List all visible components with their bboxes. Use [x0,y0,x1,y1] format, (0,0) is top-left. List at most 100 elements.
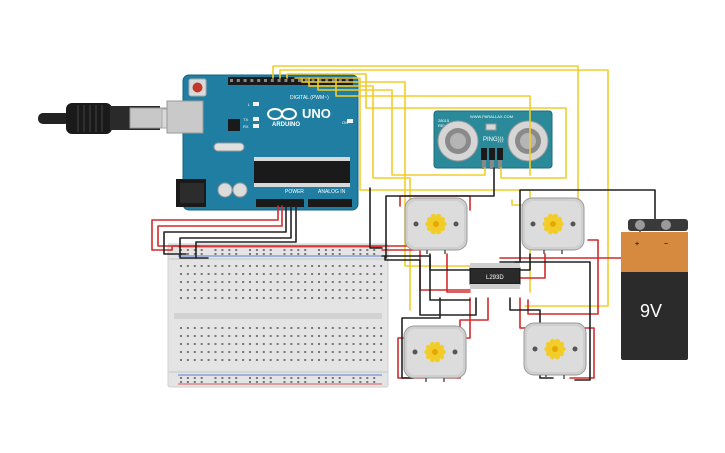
terminal-hole[interactable] [221,343,224,345]
rail-hole[interactable] [262,381,265,383]
rail-hole[interactable] [262,253,265,255]
terminal-hole[interactable] [311,281,314,283]
terminal-hole[interactable] [366,359,369,361]
terminal-hole[interactable] [214,297,217,299]
rail-hole[interactable] [290,253,293,255]
rail-hole[interactable] [366,377,369,379]
terminal-hole[interactable] [338,327,341,329]
terminal-hole[interactable] [269,359,272,361]
terminal-hole[interactable] [276,327,279,329]
terminal-hole[interactable] [262,265,265,267]
rail-hole[interactable] [186,381,189,383]
rail-hole[interactable] [249,377,251,379]
terminal-hole[interactable] [214,281,217,283]
terminal-hole[interactable] [228,265,231,267]
terminal-hole[interactable] [373,351,376,353]
terminal-hole[interactable] [276,359,279,361]
terminal-hole[interactable] [193,327,196,329]
terminal-hole[interactable] [180,327,182,329]
rail-hole[interactable] [193,249,196,251]
rail-hole[interactable] [338,253,341,255]
terminal-hole[interactable] [304,335,307,337]
terminal-hole[interactable] [207,265,210,267]
terminal-hole[interactable] [193,343,196,345]
terminal-hole[interactable] [221,359,224,361]
rail-hole[interactable] [297,253,300,255]
terminal-hole[interactable] [352,343,355,345]
terminal-hole[interactable] [193,297,196,299]
terminal-hole[interactable] [352,359,355,361]
terminal-hole[interactable] [359,335,362,337]
terminal-hole[interactable] [214,289,217,291]
rail-hole[interactable] [352,249,355,251]
dc-motor-3[interactable] [403,325,467,382]
terminal-hole[interactable] [262,281,265,283]
terminal-hole[interactable] [366,343,369,345]
rail-hole[interactable] [290,377,293,379]
terminal-hole[interactable] [283,335,286,337]
rail-hole[interactable] [269,381,272,383]
terminal-hole[interactable] [297,359,300,361]
terminal-hole[interactable] [200,343,203,345]
terminal-hole[interactable] [214,343,217,345]
terminal-hole[interactable] [228,273,231,275]
terminal-hole[interactable] [352,351,355,353]
terminal-hole[interactable] [283,273,286,275]
rail-hole[interactable] [255,249,258,251]
terminal-hole[interactable] [366,289,369,291]
terminal-hole[interactable] [297,289,300,291]
terminal-hole[interactable] [249,281,251,283]
rail-hole[interactable] [186,249,189,251]
terminal-hole[interactable] [338,335,341,337]
terminal-hole[interactable] [200,359,203,361]
terminal-hole[interactable] [249,297,251,299]
terminal-hole[interactable] [180,289,182,291]
terminal-hole[interactable] [276,273,279,275]
rail-hole[interactable] [352,381,355,383]
terminal-hole[interactable] [221,281,224,283]
terminal-hole[interactable] [380,359,383,361]
terminal-hole[interactable] [242,351,245,353]
terminal-hole[interactable] [359,359,362,361]
terminal-hole[interactable] [242,273,245,275]
rail-hole[interactable] [318,381,320,383]
terminal-hole[interactable] [331,359,334,361]
header-pin[interactable] [291,79,295,82]
terminal-hole[interactable] [297,265,300,267]
rail-hole[interactable] [255,253,258,255]
rail-hole[interactable] [366,249,369,251]
terminal-hole[interactable] [242,265,245,267]
terminal-hole[interactable] [249,327,251,329]
terminal-hole[interactable] [338,265,341,267]
header-pin[interactable] [345,79,349,82]
header-pin[interactable] [243,79,247,82]
terminal-hole[interactable] [311,351,314,353]
rail-hole[interactable] [338,381,341,383]
terminal-hole[interactable] [359,265,362,267]
terminal-hole[interactable] [331,273,334,275]
terminal-hole[interactable] [290,351,293,353]
terminal-hole[interactable] [180,359,182,361]
terminal-hole[interactable] [193,281,196,283]
header-pin[interactable] [270,79,274,82]
terminal-hole[interactable] [214,351,217,353]
terminal-hole[interactable] [318,351,320,353]
rail-hole[interactable] [186,253,189,255]
rail-hole[interactable] [200,249,203,251]
terminal-hole[interactable] [228,351,231,353]
terminal-hole[interactable] [283,289,286,291]
terminal-hole[interactable] [380,351,383,353]
terminal-hole[interactable] [186,273,189,275]
terminal-hole[interactable] [297,273,300,275]
rail-hole[interactable] [304,377,307,379]
terminal-hole[interactable] [186,335,189,337]
terminal-hole[interactable] [249,343,251,345]
terminal-hole[interactable] [297,351,300,353]
rail-hole[interactable] [297,381,300,383]
rail-hole[interactable] [318,249,320,251]
terminal-hole[interactable] [235,327,238,329]
terminal-hole[interactable] [269,327,272,329]
terminal-hole[interactable] [373,289,376,291]
terminal-hole[interactable] [373,343,376,345]
rail-hole[interactable] [221,253,224,255]
